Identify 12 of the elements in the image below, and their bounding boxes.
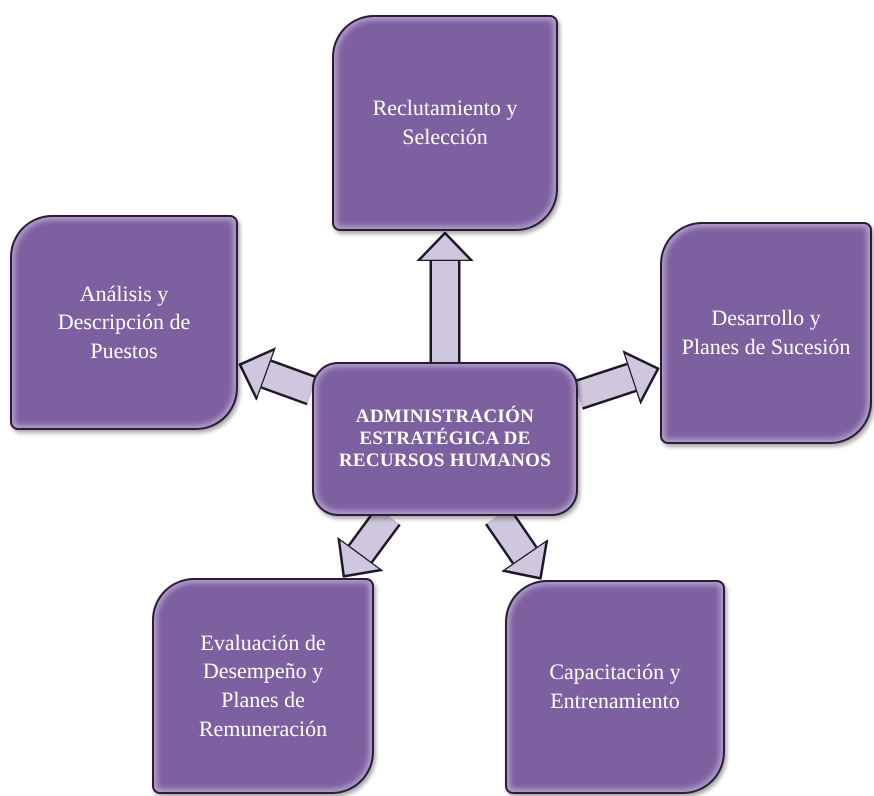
node-label: Reclutamiento y Selección <box>372 94 518 151</box>
process-box <box>660 222 872 444</box>
node-label: Capacitación y Entrenamiento <box>548 658 682 715</box>
process-box <box>505 580 725 794</box>
node-label: Evaluación de Desempeño y Planes de Remuneración <box>198 628 328 743</box>
process-box <box>332 15 558 231</box>
node-label: Desarrollo y Planes de Sucesión <box>680 304 852 361</box>
node-label: Análisis y Descripción de Puestos <box>56 280 192 365</box>
process-box <box>152 578 374 794</box>
central-box <box>312 362 578 516</box>
node-label: ADMINISTRACIÓN ESTRATÉGICA DE RECURSOS HUMANOS <box>338 406 552 472</box>
process-box <box>10 215 238 430</box>
